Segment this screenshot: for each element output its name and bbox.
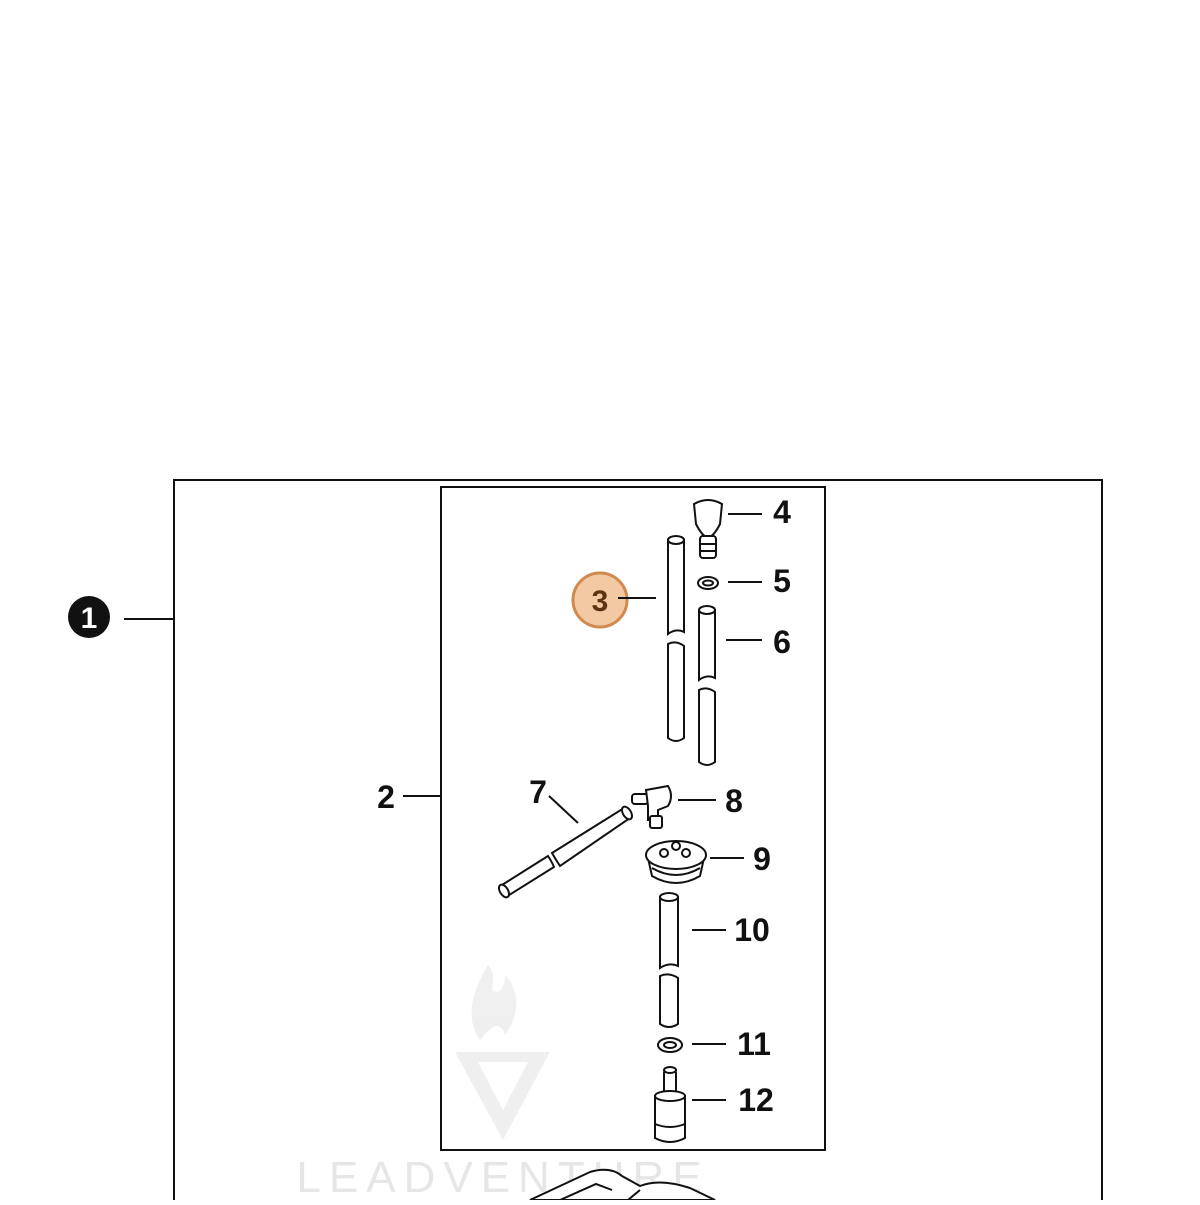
watermark-logo xyxy=(455,965,550,1140)
callout-7[interactable]: 7 xyxy=(529,774,547,810)
part-6-tube[interactable] xyxy=(698,605,716,766)
callout-6[interactable]: 6 xyxy=(773,624,791,660)
part-11-o-ring[interactable] xyxy=(657,1037,683,1053)
leader-7 xyxy=(548,795,579,824)
assembly-marker[interactable]: 1 xyxy=(68,596,110,638)
assembly-frame xyxy=(173,479,1103,1205)
callout-3: 3 xyxy=(592,585,609,618)
fuel-tank-partial xyxy=(529,1168,716,1201)
part-8-elbow-fitting[interactable] xyxy=(631,784,672,829)
part-10-tube[interactable] xyxy=(659,892,679,1028)
callout-4[interactable]: 4 xyxy=(773,494,791,530)
callout-5[interactable]: 5 xyxy=(773,563,791,599)
callout-3-highlight[interactable]: 3 xyxy=(571,571,629,629)
subassembly-frame xyxy=(440,486,826,1151)
part-12-fuel-filter[interactable] xyxy=(654,1066,686,1143)
part-5-o-ring[interactable] xyxy=(697,576,719,590)
callout-2[interactable]: 2 xyxy=(377,779,395,815)
svg-text:1: 1 xyxy=(81,602,98,635)
part-4-connector[interactable] xyxy=(692,499,724,559)
callout-11[interactable]: 11 xyxy=(737,1026,771,1062)
part-7-hose[interactable] xyxy=(497,805,634,899)
callout-10[interactable]: 10 xyxy=(734,912,770,948)
callout-9[interactable]: 9 xyxy=(753,841,771,877)
part-9-grommet[interactable] xyxy=(645,840,707,884)
callout-12[interactable]: 12 xyxy=(738,1082,774,1118)
part-3-tube[interactable] xyxy=(667,535,685,742)
callout-8[interactable]: 8 xyxy=(725,783,743,819)
